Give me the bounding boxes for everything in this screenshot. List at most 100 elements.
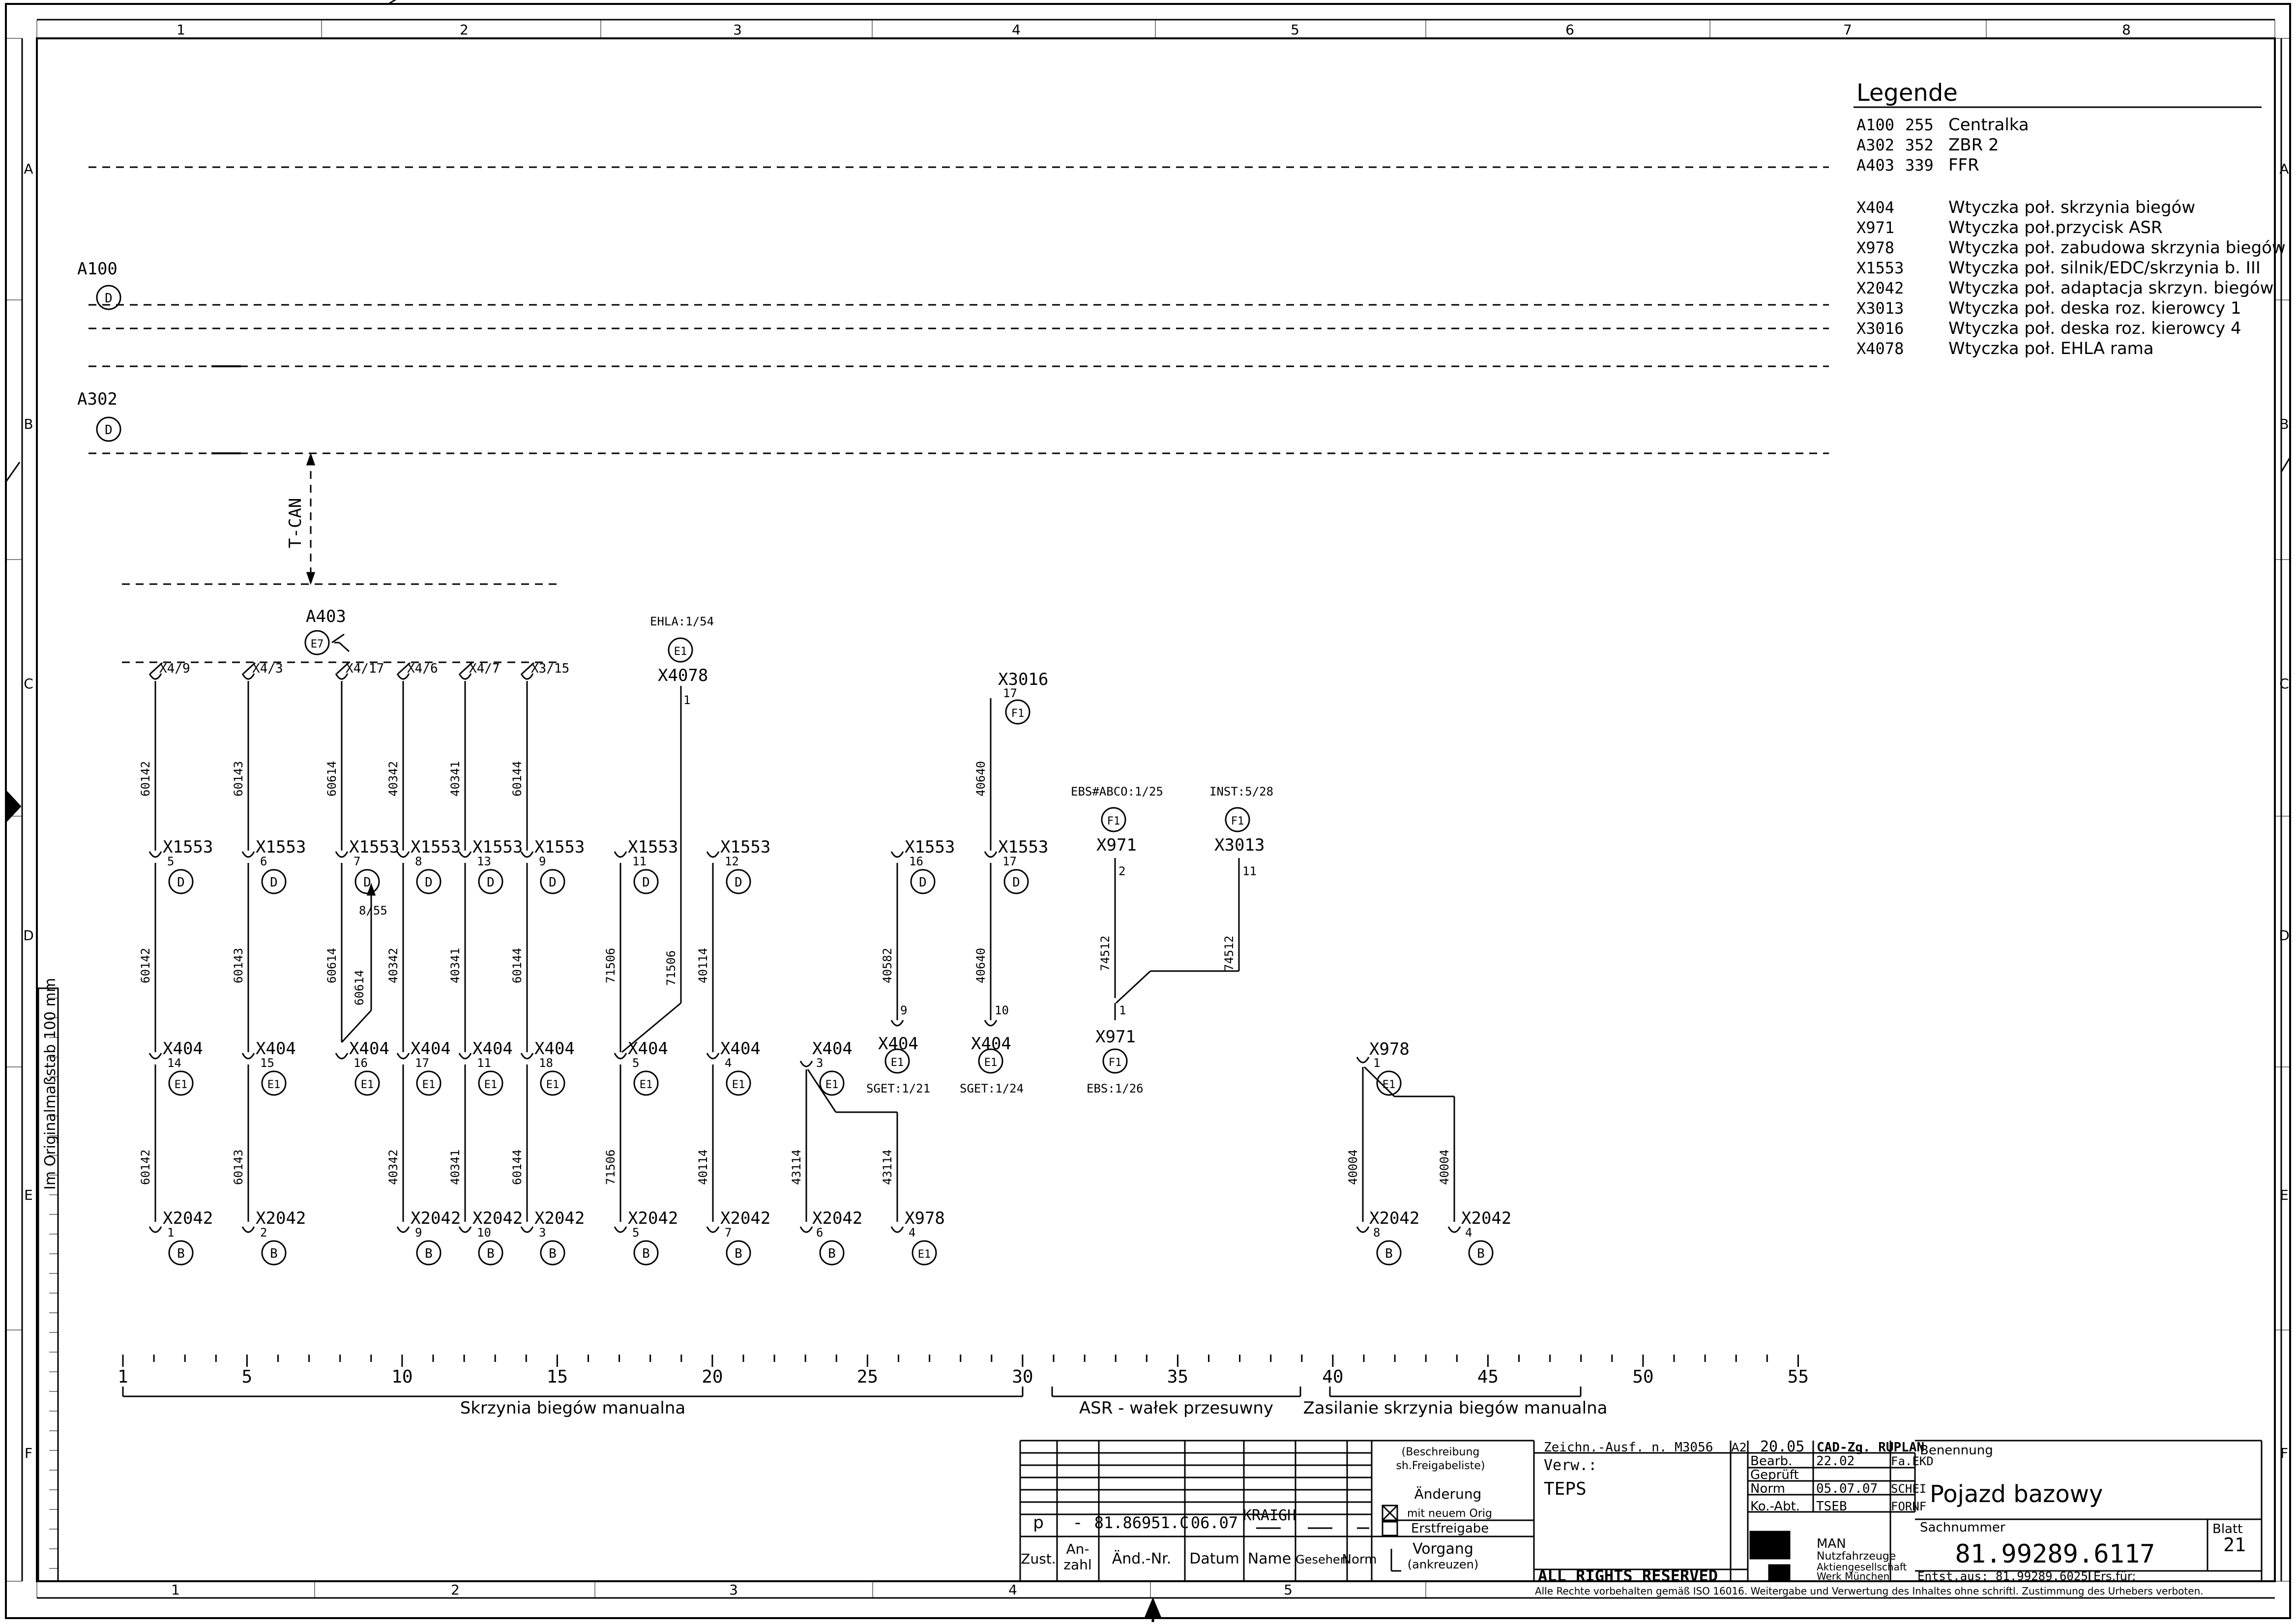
circle-shape [633,1070,659,1096]
location-code: F1 [1107,815,1120,827]
x2042-label: X2042 [472,1209,523,1228]
x404-pin: 18 [539,1056,553,1070]
x404-arc [458,1053,472,1060]
x404-label: X404 [720,1039,761,1059]
scale-group-label: Zasilanie skrzynia biegów manualna [1303,1398,1608,1418]
location-code: E1 [984,1057,998,1069]
vorgang-text: Erstfreigabe [1411,1521,1489,1536]
legend-device-name: FFR [1948,155,1979,175]
wire-segment [1363,1066,1395,1097]
x2042-pin: 1 [167,1226,174,1240]
diagram-labels: A100DA302DT-CANA403E7X4/960142X15535D601… [77,259,1511,1266]
tb-row-name: Fa.EKD [1891,1454,1934,1468]
circle-shape [168,1240,194,1266]
location-code: F1 [1231,815,1244,827]
wire-number: 71506 [604,948,618,983]
x1553-label: X1553 [905,837,955,857]
wire-number: 60142 [139,761,152,797]
circle-shape [1005,699,1030,725]
column-number-bottom: 5 [1284,1582,1293,1598]
x1553-label: X1553 [472,837,523,857]
circle-shape [668,637,693,663]
column-number-bottom: 4 [1008,1582,1017,1598]
column-number-bottom: 1 [171,1582,180,1598]
scale-number: 45 [1477,1367,1499,1387]
wire-number: 40342 [386,948,400,983]
x404-location: E1 [978,1048,1003,1074]
circle-shape [416,869,442,894]
legend-connector-code: X404 [1856,198,1894,217]
x3013-ref: INST:5/28 [1209,785,1273,798]
x2042-location: B [478,1240,503,1266]
x978-pin: 1 [1373,1056,1380,1070]
column-number-top: 3 [733,22,742,38]
wire-number: 74512 [1098,936,1112,971]
row-letter-left: F [25,1445,32,1461]
column-number-top: 1 [177,22,185,38]
legend-connector-code: X3013 [1856,299,1904,318]
circle-shape [1468,1240,1494,1266]
circle-shape [726,1070,751,1096]
x404-label: X404 [812,1039,853,1059]
x2042-pin: 4 [1465,1226,1472,1240]
x978-location: E1 [1376,1070,1402,1096]
a100-label: A100 [77,259,118,279]
circle-shape [354,1070,380,1096]
drawing-frame [5,0,2291,1622]
x3016-location: F1 [1005,699,1030,725]
wire-number: 40342 [386,1150,400,1185]
x2042-location: B [726,1240,751,1266]
scale-number: 30 [1012,1367,1033,1387]
x404-arc [706,1053,720,1060]
x2042-arc [706,1226,720,1233]
legend-connector-name: Wtyczka poł. silnik/EDC/skrzynia b. III [1948,258,2261,278]
pin-mark [242,662,256,675]
location-code: F1 [1109,1057,1122,1069]
legend-connector-name: Wtyczka poł. deska roz. kierowcy 1 [1948,298,2241,318]
zeichn-label: Zeichn.-Ausf. n. M3056 [1544,1440,1713,1455]
x4078-location: E1 [668,637,693,663]
location-code: F1 [1011,708,1025,720]
pin-mark [397,662,411,675]
hdr-norm: Norm [1342,1552,1377,1567]
circle-shape [261,1070,287,1096]
sget-ref-2: SGET:1/24 [960,1082,1024,1095]
row-letter-right: F [2280,1445,2288,1461]
blatt-number: 21 [2223,1534,2246,1556]
x404-location: E1 [540,1070,565,1096]
location-code: D [487,875,495,890]
tb-row-label: Norm [1750,1481,1785,1496]
rev-name: KRAIGH [1243,1507,1296,1524]
row-letter-right: D [2279,927,2290,944]
legend-connector-code: X2042 [1856,279,1904,297]
x4078-pin: 1 [683,693,690,707]
x404-label: X404 [472,1039,513,1059]
x3016-pin: 17 [1003,686,1017,700]
location-code: B [735,1246,742,1261]
x2042-label: X2042 [1369,1209,1419,1228]
x2042-location: B [1376,1240,1402,1266]
x2042-arc [614,1226,627,1233]
x404-arc [614,1053,627,1060]
x404-label: X404 [256,1039,296,1059]
vorgang-text: Änderung [1414,1486,1482,1502]
x3013-pin: 11 [1242,864,1257,878]
legend-device-code: A403 [1856,156,1894,175]
checkbox-erstfreigabe [1382,1521,1398,1536]
tcan-label: T-CAN [286,498,305,548]
x2042-location: B [261,1240,287,1266]
legend-connector-name: Wtyczka poł.przycisk ASR [1948,218,2163,237]
x404-label: X404 [971,1034,1011,1054]
hdr-anzahl: An- [1066,1541,1089,1557]
wire-number: 60144 [510,1150,524,1185]
x3013-location: F1 [1225,807,1250,832]
wire-number: 71506 [604,1150,618,1185]
x3016-label: X3016 [998,670,1048,689]
man-logo: MAN [1749,1531,1791,1581]
x1553-location: D [726,869,751,894]
location-code: E1 [891,1057,904,1069]
x978-pin: 4 [909,1226,915,1240]
location-code: B [549,1246,557,1261]
x404-pin: 10 [995,1004,1009,1017]
